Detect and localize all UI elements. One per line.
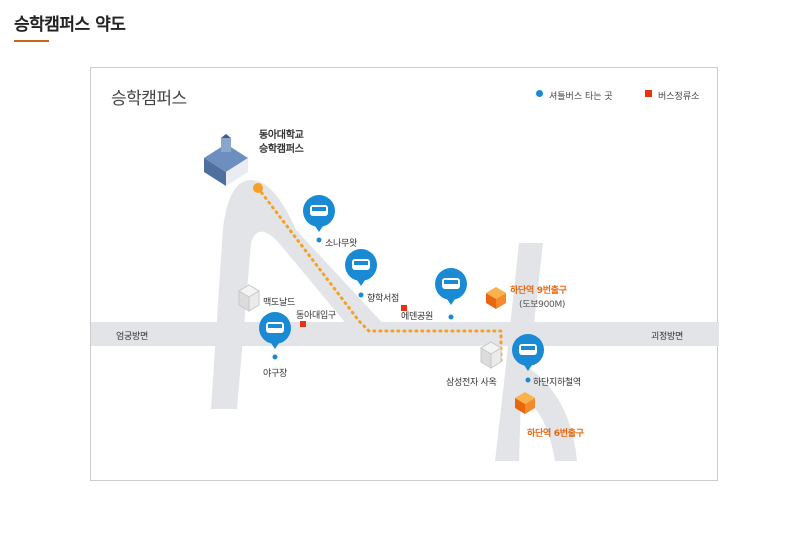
exit-6-icon <box>515 392 535 414</box>
shuttle-stop-legend-icon <box>536 90 543 97</box>
horizontal-main-road <box>91 322 719 346</box>
label-sonamuwat: 소나무왓 <box>325 239 357 249</box>
shuttle-route <box>256 186 503 362</box>
campus-building-icon <box>204 134 248 186</box>
label-walk-900m: (도보900M) <box>519 300 566 310</box>
exit-9-icon <box>486 287 506 309</box>
label-eden-park: 에덴공원 <box>401 312 433 322</box>
map-drawing <box>91 134 719 461</box>
title-underline <box>14 40 49 42</box>
bus-stop-eden-park <box>401 305 407 311</box>
label-eomgung: 엄궁방면 <box>116 332 148 342</box>
label-hadan-subway: 하단지하철역 <box>533 378 581 388</box>
label-baseball-field: 야구장 <box>263 369 287 379</box>
label-samsung: 삼성전자 사옥 <box>446 378 497 388</box>
page-title: 승학캠퍼스 약도 <box>14 15 126 35</box>
shuttle-pin-eden <box>435 268 467 320</box>
bus-stop-dong-a-entrance <box>300 321 306 327</box>
campus-map: 승학캠퍼스 셔틀버스 타는 곳 버스정류소 동아대학교 승학캠퍼스 소나무왓 향… <box>90 67 719 481</box>
label-dong-a-entrance: 동아대입구 <box>296 311 336 321</box>
label-campus-line1: 동아대학교 <box>259 130 304 141</box>
label-hadan-exit9: 하단역 9번출구 <box>510 286 567 296</box>
legend-bus-label: 버스정류소 <box>658 92 700 102</box>
shuttle-pin-baseball <box>259 312 291 360</box>
mcdonalds-building-icon <box>238 284 260 312</box>
legend-shuttle-label: 셔틀버스 타는 곳 <box>549 92 613 102</box>
label-hanghak-bookstore: 향학서점 <box>367 294 399 304</box>
label-goejeong: 괴정방면 <box>651 332 683 342</box>
label-hadan-exit6: 하단역 6번출구 <box>527 429 584 439</box>
label-campus-line2: 승학캠퍼스 <box>259 144 304 155</box>
label-mcdonalds: 맥도날드 <box>263 298 295 308</box>
bus-stop-legend-icon <box>645 90 652 97</box>
shuttle-pin-hanghak <box>345 249 377 298</box>
campus-access-road <box>211 180 391 409</box>
route-start-marker <box>253 183 263 193</box>
shuttle-pin-hadan <box>512 334 544 383</box>
samsung-building-icon <box>480 341 502 369</box>
map-heading: 승학캠퍼스 <box>111 89 187 109</box>
shuttle-pin-sonamuwat <box>303 195 335 243</box>
